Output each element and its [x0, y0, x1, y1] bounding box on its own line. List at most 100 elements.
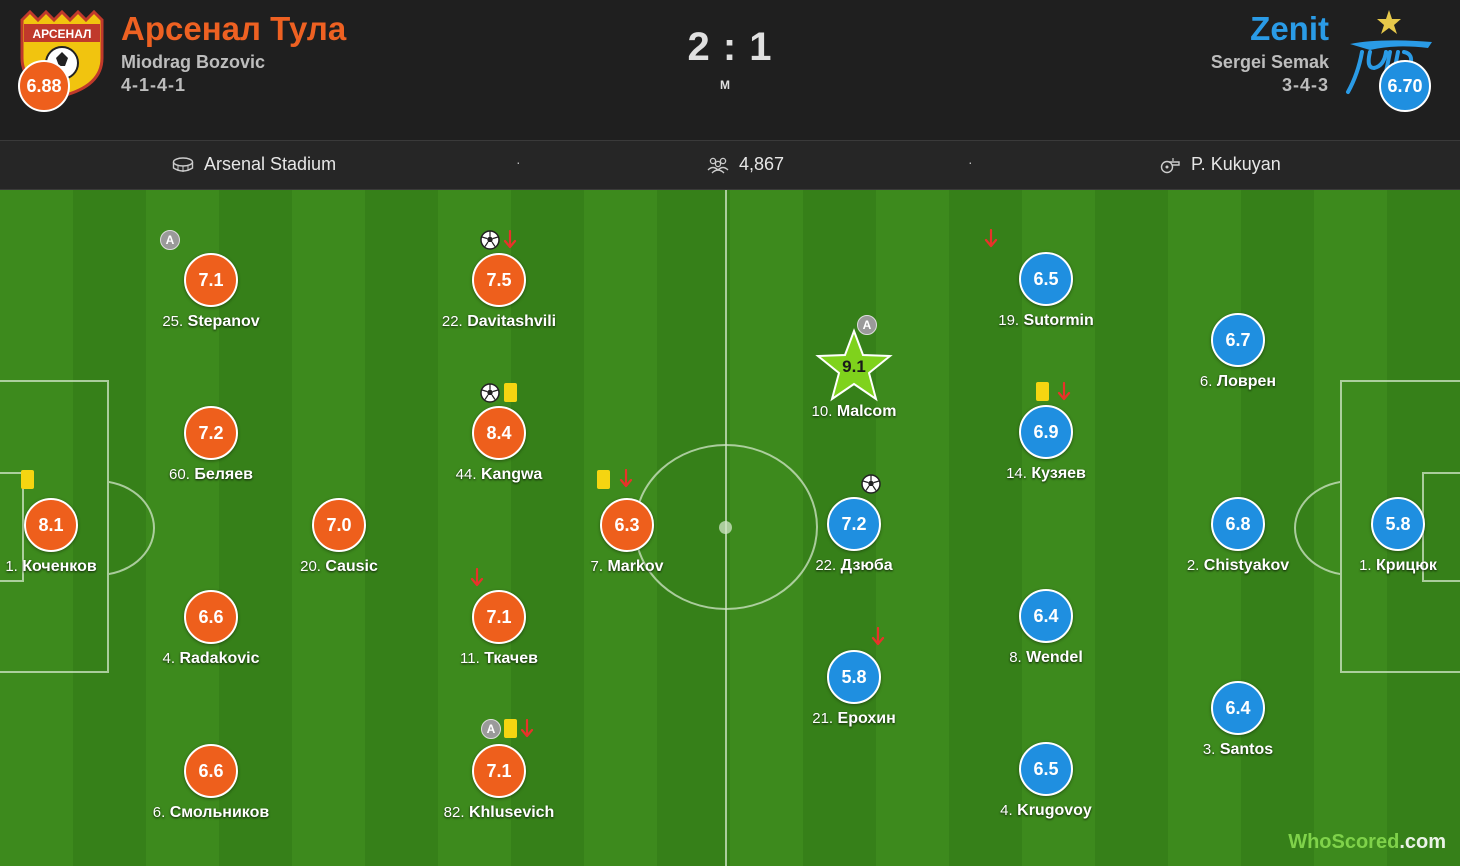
player-card[interactable]: 9.1 A 10. Malcom: [779, 315, 929, 421]
away-manager: Sergei Semak: [1210, 52, 1329, 72]
player-name: 82. Khlusevich: [443, 804, 555, 821]
captain-icon: A: [160, 230, 180, 250]
sub-off-icon: [871, 627, 885, 646]
player-card[interactable]: 5.8 21. Ерохин: [779, 627, 929, 728]
player-card[interactable]: 6.4 3. Santos: [1163, 681, 1313, 759]
player-card[interactable]: 6.6 4. Radakovic: [136, 590, 286, 668]
player-name: 2. Chistyakov: [1186, 557, 1290, 574]
away-team-rating: 6.70: [1379, 60, 1431, 112]
sub-off-icon: [984, 229, 998, 248]
captain-icon: A: [481, 719, 501, 739]
player-name: 21. Ерохин: [812, 710, 896, 727]
player-name: 14. Кузяев: [1006, 465, 1086, 482]
away-team-logo[interactable]: [1340, 8, 1440, 98]
player-card[interactable]: 8.4 44. Kangwa: [424, 383, 574, 484]
match-header: АРСЕНАЛ 6.88 Арсенал Тула Miodrag Bozovi…: [0, 0, 1460, 140]
player-card[interactable]: 7.2 22. Дзюба: [779, 474, 929, 575]
captain-icon: A: [857, 315, 877, 335]
yellow-card-icon: [21, 470, 34, 489]
yellow-card-icon: [504, 383, 517, 402]
player-name: 19. Sutormin: [998, 312, 1094, 329]
man-of-the-match-star: 9.1 A: [814, 315, 894, 403]
player-name: 11. Ткачев: [460, 650, 538, 667]
player-rating: 9.1: [842, 357, 866, 376]
player-card[interactable]: 6.9 14. Кузяев: [971, 382, 1121, 483]
stadium-name: Arsenal Stadium: [204, 154, 337, 174]
player-name: 6. Ловрен: [1199, 373, 1277, 390]
sub-off-icon: [1057, 382, 1071, 401]
player-card[interactable]: 6.6 6. Смольников: [136, 744, 286, 822]
player-card[interactable]: 6.5 19. Sutormin: [971, 229, 1121, 330]
star-icon: [815, 328, 893, 402]
player-rating: 6.5: [1019, 742, 1073, 796]
player-name: 44. Kangwa: [455, 466, 543, 483]
player-rating: 6.5: [1019, 252, 1073, 306]
player-rating: 7.0: [312, 498, 366, 552]
player-name: 8. Wendel: [1009, 649, 1083, 666]
separator: ·: [968, 154, 973, 170]
pitch: A 7.1 25. Stepanov 7.2 60. Беляев 6.6 4.…: [0, 190, 1460, 866]
player-rating: 6.6: [184, 744, 238, 798]
yellow-card-icon: [1036, 382, 1049, 401]
attendance-count: 4,867: [739, 154, 785, 174]
player-rating: 5.8: [827, 650, 881, 704]
player-name: 7. Markov: [590, 558, 664, 575]
referee-info: P. Kukuyan: [1159, 154, 1281, 175]
sub-off-icon: [470, 568, 484, 587]
player-rating: 7.1: [472, 744, 526, 798]
goal-icon: [861, 474, 881, 494]
whistle-icon: [1160, 157, 1180, 173]
player-name: 25. Stepanov: [162, 313, 260, 330]
home-team-rating: 6.88: [18, 60, 70, 112]
player-card[interactable]: A 7.1 82. Khlusevich: [424, 719, 574, 822]
sub-off-icon: [619, 469, 633, 488]
player-card[interactable]: 6.3 7. Markov: [552, 469, 702, 576]
home-team-name[interactable]: Арсенал Тула: [121, 10, 347, 47]
player-rating: 7.5: [472, 253, 526, 307]
player-card[interactable]: 6.5 4. Krugovoy: [971, 742, 1121, 820]
player-rating: 5.8: [1371, 497, 1425, 551]
away-penalty-box: [1340, 380, 1460, 673]
player-rating: 6.7: [1211, 313, 1265, 367]
player-name: 10. Malcom: [811, 403, 897, 420]
player-name: 4. Radakovic: [162, 650, 260, 667]
player-name: 20. Causic: [300, 558, 378, 575]
goal-icon: [480, 383, 500, 403]
player-card[interactable]: 8.1 1. Коченков: [0, 470, 126, 576]
player-rating: 6.4: [1019, 589, 1073, 643]
player-card[interactable]: 6.8 2. Chistyakov: [1163, 497, 1313, 575]
zenit-logo-icon: [1346, 10, 1432, 94]
player-card[interactable]: 7.0 20. Causic: [264, 498, 414, 576]
sub-off-icon: [503, 230, 517, 249]
player-name: 4. Krugovoy: [1000, 802, 1092, 819]
goal-icon: [480, 230, 500, 250]
separator: ·: [516, 154, 521, 170]
away-team-name[interactable]: Zenit: [1250, 10, 1329, 47]
crowd-icon: [707, 157, 729, 173]
player-card[interactable]: 7.5 22. Davitashvili: [424, 230, 574, 331]
player-name: 22. Davitashvili: [441, 313, 557, 330]
whoscored-watermark: WhoScored.com: [1288, 831, 1446, 853]
home-manager: Miodrag Bozovic: [121, 52, 266, 72]
attendance-info: 4,867: [707, 154, 784, 175]
player-rating: 7.1: [472, 590, 526, 644]
stadium-icon: [172, 156, 194, 172]
match-score: 2 : 1: [687, 25, 773, 69]
player-card[interactable]: 6.7 6. Ловрен: [1163, 313, 1313, 391]
player-name: 1. Коченков: [5, 558, 97, 575]
player-rating: 6.8: [1211, 497, 1265, 551]
player-card[interactable]: A 7.1 25. Stepanov: [136, 230, 286, 331]
player-name: 22. Дзюба: [815, 557, 893, 574]
player-rating: 6.3: [600, 498, 654, 552]
player-card[interactable]: 5.8 1. Крицюк: [1323, 497, 1460, 575]
player-name: 1. Крицюк: [1359, 557, 1437, 574]
home-goal-box: [0, 472, 24, 582]
player-name: 3. Santos: [1202, 741, 1274, 758]
player-rating: 6.9: [1019, 405, 1073, 459]
player-card[interactable]: 7.1 11. Ткачев: [424, 568, 574, 668]
player-card[interactable]: 6.4 8. Wendel: [971, 589, 1121, 667]
player-rating: 7.2: [827, 497, 881, 551]
player-card[interactable]: 7.2 60. Беляев: [136, 406, 286, 484]
referee-name: P. Kukuyan: [1191, 154, 1281, 174]
player-name: 6. Смольников: [152, 804, 270, 821]
